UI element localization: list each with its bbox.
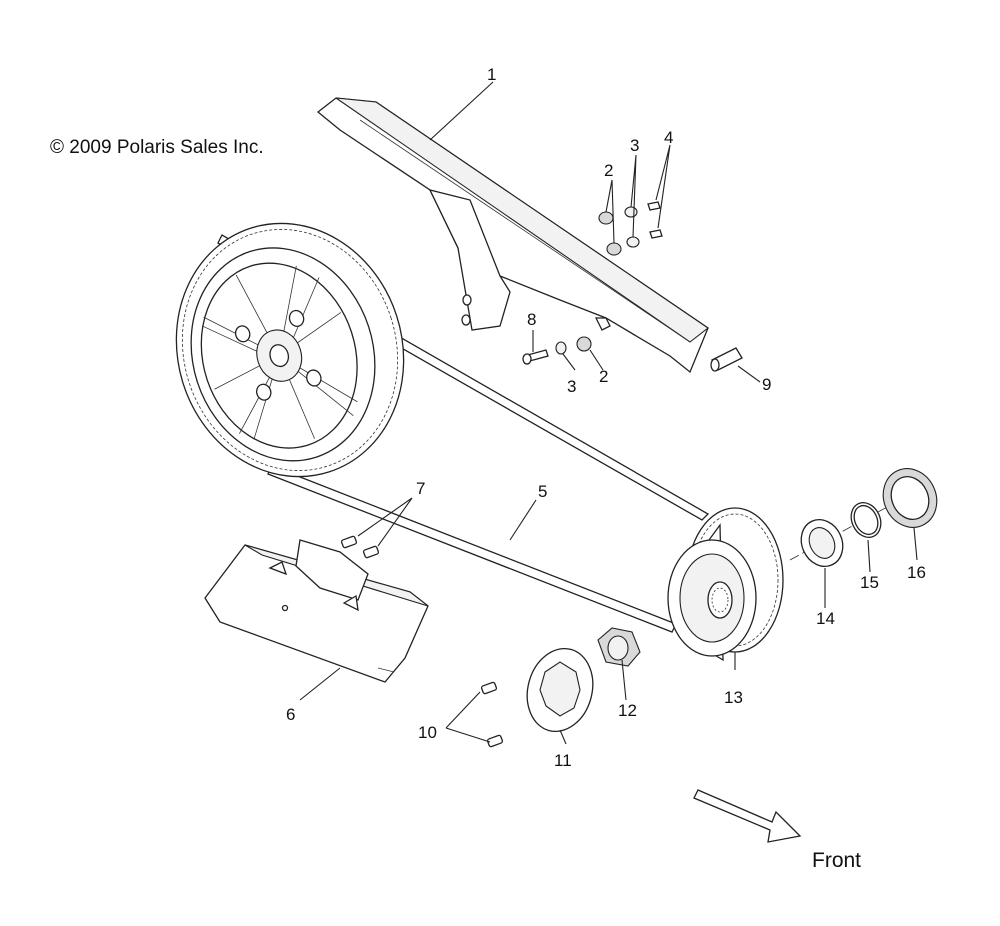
callout-11: 11 <box>554 751 572 770</box>
copyright-text: © 2009 Polaris Sales Inc. <box>50 137 264 158</box>
callout-13: 13 <box>724 688 743 707</box>
callout-3-lower: 3 <box>567 377 576 396</box>
callout-5: 5 <box>538 482 547 501</box>
callout-6: 6 <box>286 705 295 724</box>
callout-7: 7 <box>416 479 425 498</box>
callout-14: 14 <box>816 609 835 628</box>
retainer-screws <box>480 681 504 748</box>
callout-2-lower: 2 <box>599 367 608 386</box>
callout-4: 4 <box>664 128 673 147</box>
callout-15: 15 <box>860 573 879 592</box>
leader-lines <box>299 81 918 745</box>
retainer-plate <box>526 647 594 733</box>
callout-9: 9 <box>762 375 771 394</box>
sprocket-nut <box>597 627 641 667</box>
callout-numbers: 1 2 3 4 8 3 2 9 7 5 6 10 11 12 13 14 15 … <box>286 65 926 770</box>
callout-1: 1 <box>487 65 496 84</box>
rear-wheel-sprocket <box>175 222 405 478</box>
front-drive-sprocket <box>667 507 784 662</box>
callout-2-upper: 2 <box>604 161 613 180</box>
front-label: Front <box>812 849 861 872</box>
middle-bolt-washer-nut <box>522 336 592 365</box>
callout-3-upper: 3 <box>630 136 639 155</box>
belt-guard <box>316 97 709 374</box>
lower-belt-guard <box>204 539 429 683</box>
callout-12: 12 <box>618 701 637 720</box>
callout-16: 16 <box>907 563 926 582</box>
spacer-sleeve <box>710 347 743 372</box>
upper-nuts-and-bolts <box>598 201 663 256</box>
callout-8: 8 <box>527 310 536 329</box>
front-direction-arrow <box>693 789 802 843</box>
lower-guard-screws <box>340 535 380 559</box>
bearing-and-seals <box>789 468 938 567</box>
callout-10: 10 <box>418 723 437 742</box>
